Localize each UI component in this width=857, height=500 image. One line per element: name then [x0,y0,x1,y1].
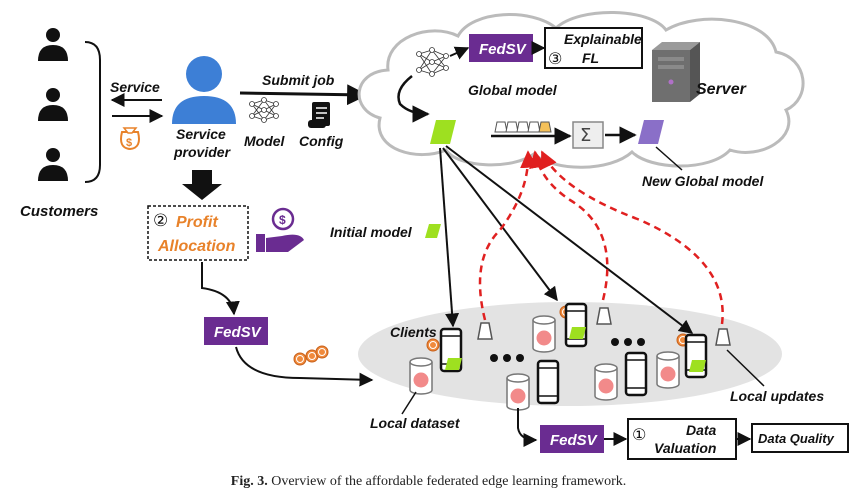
svg-text:$: $ [126,137,132,149]
local-dataset-icon [594,363,618,401]
initial-model-icon [430,120,456,144]
upload-arrow [540,150,724,325]
local-update-icon [715,328,731,346]
clients-label: Clients [390,324,437,340]
profit-allocation-label: Profit [176,214,218,231]
data-valuation-box [627,418,737,460]
local-dataset-icon [656,351,680,389]
hand-coin-icon: $ [256,207,304,252]
fedsv-label: FedSV [479,41,528,58]
dataset-to-fedsv-arrow [517,408,538,447]
service-provider-icon [172,56,236,124]
model-label: Model [244,133,286,149]
upload-arrow [478,150,538,321]
phone-icon [564,302,588,348]
caption-prefix: Fig. 3. [230,474,268,489]
fedsv-label: FedSV [214,324,263,341]
distribute-arrow [445,145,694,334]
svg-text:$: $ [279,213,286,227]
data-quality-label: Data Quality [758,431,835,446]
model-to-fedsv-arrow [449,46,470,60]
coin-icon [293,352,307,366]
coin-icon [315,345,329,359]
server-label: Server [696,81,747,98]
new-model-callout [655,146,683,171]
money-bag-icon: $ [120,127,140,151]
local-dataset-icon [506,373,530,411]
service-label: Service [110,79,160,95]
local-model-icon [689,360,706,372]
neural-network-icon [249,97,279,123]
profit-allocation-box [147,205,249,261]
profit-allocation-number: ② [153,211,168,231]
ellipsis-dots [490,354,524,362]
customers-group: Customers [20,28,101,220]
global-model-network-icon [416,47,449,77]
distribute-arrow [442,147,558,302]
distribute-arrow [439,147,460,328]
down-arrow [182,170,222,200]
config-scroll-icon [308,102,330,128]
local-model-icon [569,327,586,339]
config-label: Config [299,133,344,149]
initial-model-label: Initial model [330,224,413,240]
customer-icon [38,148,68,181]
customer-icon [38,28,68,61]
local-dataset-callout [401,391,417,415]
explainable-fl-label: Explainable [564,31,642,47]
update-queue [494,121,552,133]
local-updates-label: Local updates [730,388,824,404]
data-valuation-number: ① [632,425,646,444]
profit-to-fedsv-arrow [201,262,240,316]
customers-bracket [84,41,101,183]
sigma-icon: Σ [580,125,591,146]
local-model-icon [445,358,462,370]
local-dataset-icon [532,315,556,353]
data-valuation-label: Data [686,422,717,438]
server-icon [652,42,700,102]
submit-job-arrow [239,84,369,106]
figure-caption: Fig. 3. Overview of the affordable feder… [0,474,857,490]
aggregation-box [572,121,604,149]
data-quality-box [751,423,849,453]
local-updates-callout [726,349,765,387]
global-model-label: Global model [468,82,558,98]
local-update-icon [596,307,612,325]
upload-arrow [529,150,609,301]
customer-icon [38,88,68,121]
new-global-model-icon [638,120,664,144]
service-provider-label: Service [176,126,226,142]
fedsv-box [540,425,604,453]
phone-icon [536,359,560,405]
local-update-icon [477,322,493,340]
global-to-initial-arrow [397,75,430,123]
fedsv-box [469,34,533,62]
local-dataset-label: Local dataset [370,415,461,431]
caption-text: Overview of the affordable federated edg… [271,474,627,489]
service-provider-label: provider [173,144,232,160]
phone-icon [624,351,648,397]
framework-diagram: Customers Service $ Service provider Sub… [20,11,849,460]
explainable-fl-label: FL [582,50,599,66]
submit-job-label: Submit job [262,72,335,88]
customers-label: Customers [20,203,98,220]
profit-allocation-label: Allocation [157,238,236,255]
explainable-fl-box [544,27,643,69]
new-global-model-label: New Global model [642,173,764,189]
coin-icon [426,338,440,352]
data-valuation-label: Valuation [654,440,717,456]
local-dataset-icon [409,357,433,395]
fedsv-box [204,317,268,345]
fedsv-label: FedSV [550,432,599,449]
explainable-fl-number: ③ [548,49,562,68]
fedsv-to-clients-arrow [235,346,374,387]
initial-model-legend-icon [425,224,441,238]
ellipsis-dots [611,338,645,346]
